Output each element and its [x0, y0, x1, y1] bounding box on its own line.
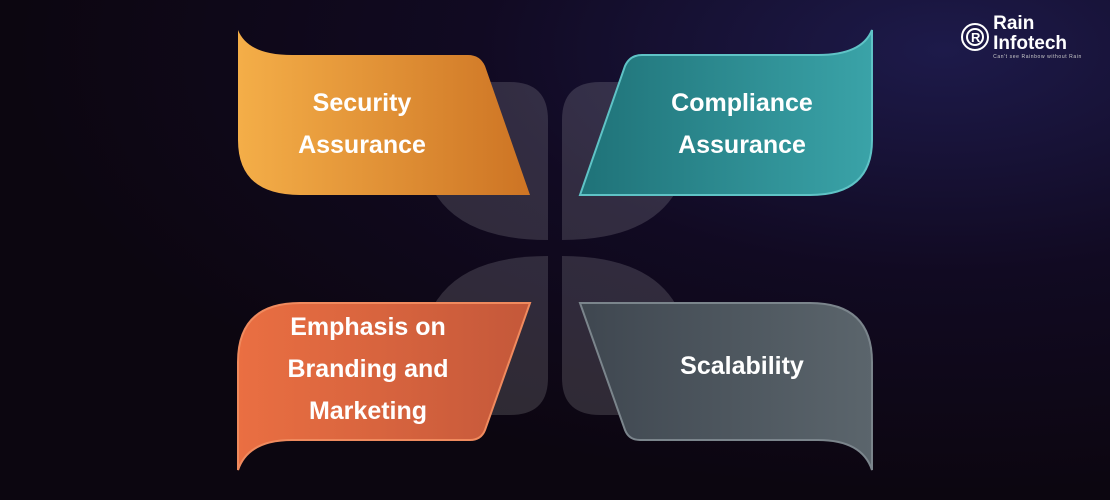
label-line: Scalability: [680, 352, 804, 380]
svg-text:R: R: [971, 30, 981, 45]
logo-mark-icon: R: [961, 23, 989, 51]
card-branding-marketing: [237, 302, 532, 471]
logo-tagline: Can't see Rainbow without Rain: [993, 54, 1082, 60]
label-line: Assurance: [298, 131, 426, 159]
label-line: Assurance: [678, 131, 806, 159]
card-label-compliance: Compliance Assurance: [622, 82, 862, 166]
brand-logo: R Rain Infotech Can't see Rainbow withou…: [960, 14, 1110, 60]
label-line: Security: [312, 89, 412, 117]
label-line: Emphasis on: [290, 313, 446, 341]
card-security-assurance: [238, 30, 530, 195]
card-label-branding: Emphasis on Branding and Marketing: [248, 306, 488, 432]
logo-name: Rain Infotech: [993, 13, 1068, 54]
label-line: Branding and: [287, 355, 449, 383]
card-compliance-assurance: [578, 29, 873, 196]
card-label-scalability: Scalability: [622, 345, 862, 387]
card-label-security: Security Assurance: [242, 82, 482, 166]
label-line: Marketing: [308, 397, 428, 425]
label-line: Compliance: [671, 89, 813, 117]
card-scalability: [578, 302, 873, 471]
